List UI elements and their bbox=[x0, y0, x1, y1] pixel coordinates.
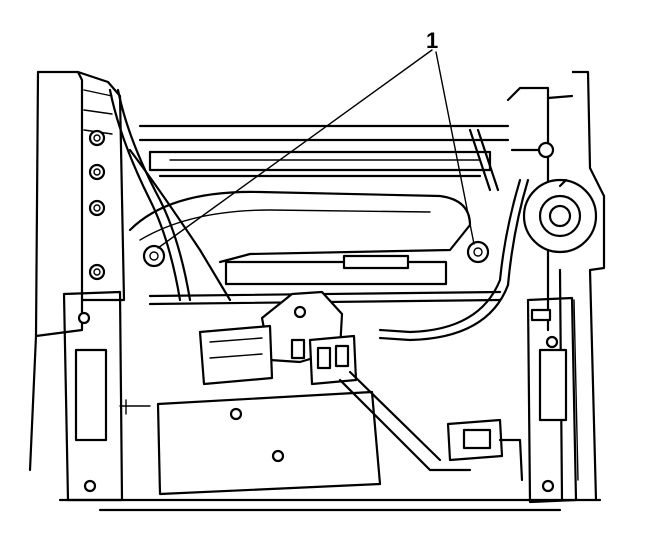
seat-frame-top bbox=[138, 86, 550, 332]
left-mounting-studs bbox=[88, 129, 106, 281]
connector-block bbox=[198, 324, 358, 386]
seat-pan bbox=[128, 190, 472, 264]
base-frame bbox=[58, 399, 602, 512]
left-harness-retainer-nut bbox=[142, 244, 166, 268]
recliner-mechanism bbox=[522, 178, 598, 254]
seat-track-right bbox=[526, 296, 578, 504]
callout-1-label: 1 bbox=[426, 28, 438, 53]
wiring-harness-left bbox=[108, 88, 232, 302]
wiring-harness-right bbox=[378, 128, 530, 342]
rear-connector-right bbox=[446, 418, 524, 482]
right-track-bolt bbox=[530, 308, 559, 349]
right-harness-retainer-nut bbox=[466, 240, 490, 264]
callout-1-group: 1 bbox=[157, 28, 475, 249]
callout-1-leader-left bbox=[157, 49, 433, 249]
right-upper-bolt bbox=[510, 141, 555, 159]
right-side-panel bbox=[546, 70, 606, 502]
lower-panel bbox=[156, 370, 472, 496]
callout-1-leader-right bbox=[435, 51, 475, 245]
